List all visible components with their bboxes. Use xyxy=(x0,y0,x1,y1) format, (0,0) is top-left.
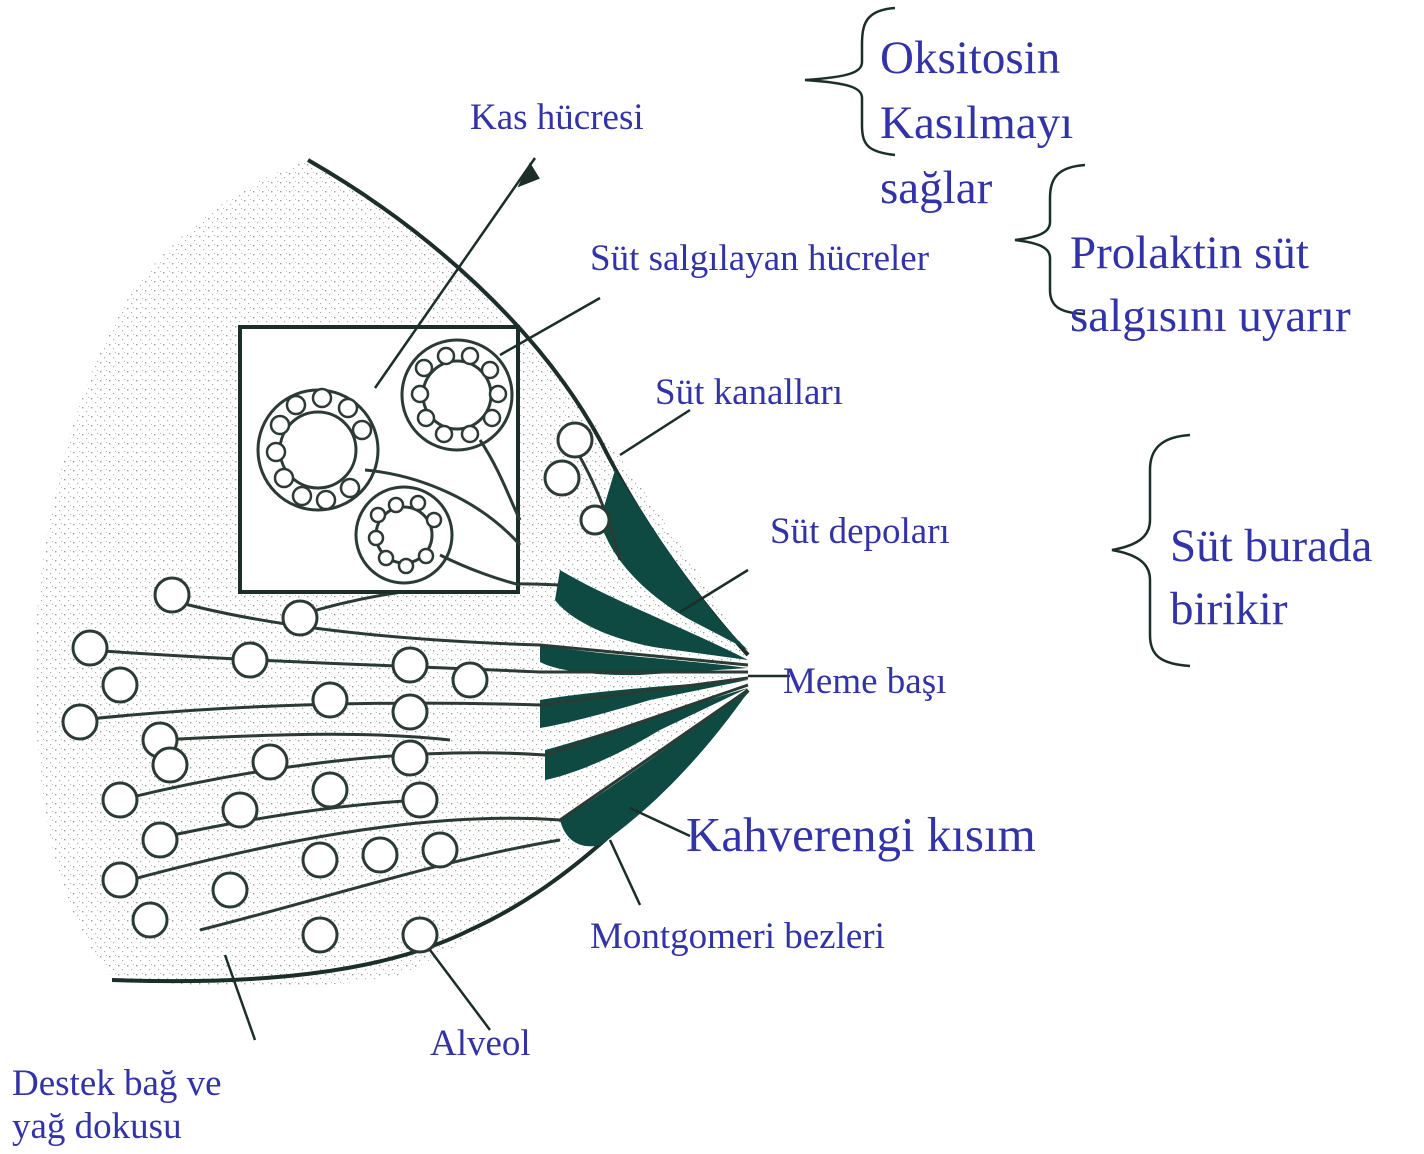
label-kas-hucresi: Kas hücresi xyxy=(470,99,644,136)
label-sut-salgilayan-hucreler: Süt salgılayan hücreler xyxy=(590,240,929,277)
label-montgomeri-bezleri: Montgomeri bezleri xyxy=(590,918,885,955)
note-sut-birikir: Süt burada birikir xyxy=(1170,515,1372,641)
label-destek-line-2: yağ dokusu xyxy=(12,1105,222,1148)
label-kahverengi-kisim: Kahverengi kısım xyxy=(686,810,1036,859)
note-oksitosin-line-2: Kasılmayı xyxy=(880,91,1073,156)
label-destek-line-1: Destek bağ ve xyxy=(12,1062,222,1105)
label-destek-bag-dokusu: Destek bağ ve yağ dokusu xyxy=(12,1062,222,1149)
note-birikir-line-1: Süt burada xyxy=(1170,515,1372,578)
label-meme-basi: Meme başı xyxy=(783,663,946,700)
note-prolaktin-line-1: Prolaktin süt xyxy=(1070,222,1351,285)
label-alveol: Alveol xyxy=(430,1025,531,1062)
note-oksitosin: Oksitosin Kasılmayı sağlar xyxy=(880,26,1073,221)
note-oksitosin-line-1: Oksitosin xyxy=(880,26,1073,91)
note-prolaktin-line-2: salgısını uyarır xyxy=(1070,285,1351,348)
label-sut-depolari: Süt depoları xyxy=(770,513,950,550)
note-oksitosin-line-3: sağlar xyxy=(880,156,1073,221)
note-birikir-line-2: birikir xyxy=(1170,578,1372,641)
label-sut-kanallari: Süt kanalları xyxy=(655,374,843,411)
note-prolaktin: Prolaktin süt salgısını uyarır xyxy=(1070,222,1351,348)
